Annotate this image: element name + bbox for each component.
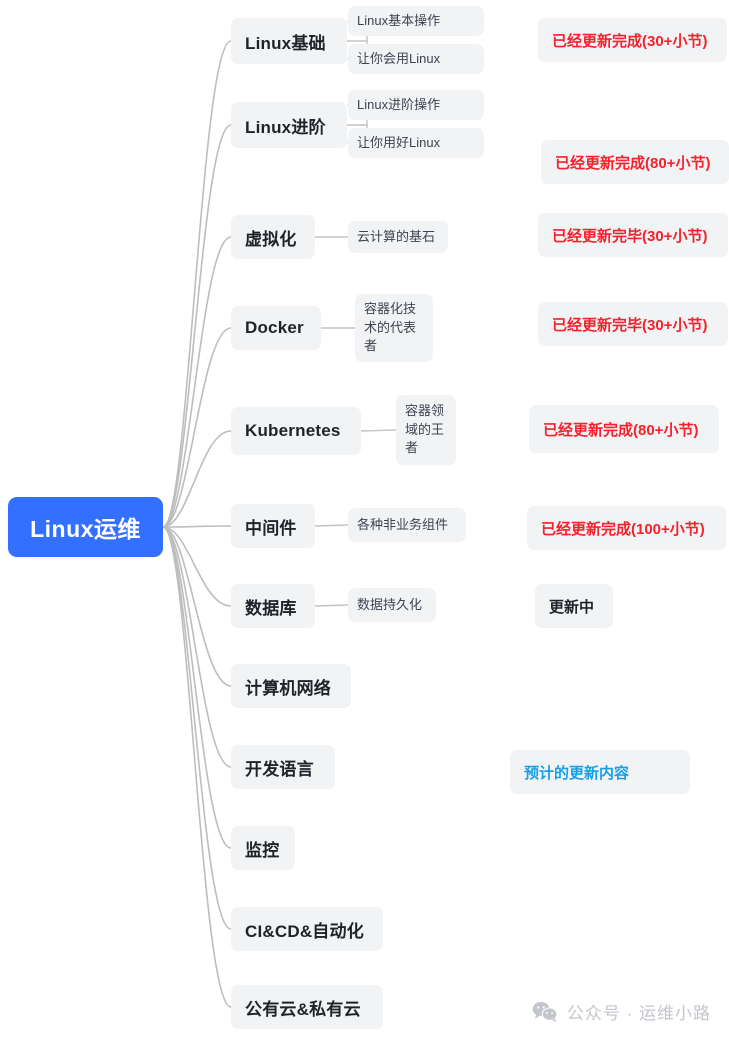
leaf-node-label: Linux基本操作 (357, 12, 441, 28)
branch-node-10[interactable]: 监控 (231, 826, 295, 870)
status-badge-label: 已经更新完成(80+小节) (543, 421, 699, 439)
root-node[interactable]: Linux运维 (8, 497, 163, 557)
branch-node-label: 计算机网络 (245, 678, 331, 698)
leaf-node-3-1[interactable]: 云计算的基石 (348, 221, 448, 253)
status-badge-label: 已经更新完毕(30+小节) (552, 227, 708, 245)
status-badge-2[interactable]: 已经更新完成(80+小节) (541, 140, 729, 184)
leaf-node-5-1[interactable]: 容器领域的王者 (396, 395, 456, 465)
status-badge-label: 已经更新完毕(30+小节) (552, 316, 708, 334)
branch-node-label: Linux基础 (245, 33, 326, 53)
leaf-node-label: Linux进阶操作 (357, 96, 441, 112)
leaf-node-2-1[interactable]: Linux进阶操作 (348, 90, 484, 120)
root-node-label: Linux运维 (30, 516, 141, 542)
leaf-node-1-1[interactable]: Linux基本操作 (348, 6, 484, 36)
watermark: 公众号 · 运维小路 (532, 999, 711, 1024)
leaf-node-6-1[interactable]: 各种非业务组件 (348, 508, 466, 542)
wechat-icon (532, 1001, 558, 1022)
leaf-node-label: 让你用好Linux (357, 134, 441, 150)
leaf-node-label: 数据持久化 (357, 596, 423, 612)
branch-node-label: 虚拟化 (245, 229, 297, 249)
branch-node-3[interactable]: 虚拟化 (231, 215, 315, 259)
branch-node-label: 监控 (245, 840, 280, 860)
leaf-node-label: 云计算的基石 (357, 228, 436, 244)
status-badge-3[interactable]: 已经更新完毕(30+小节) (538, 213, 728, 257)
branch-node-label: 公有云&私有云 (245, 999, 361, 1019)
leaf-node-label: 容器化技术的代表者 (364, 300, 417, 354)
branch-node-label: CI&CD&自动化 (245, 921, 364, 941)
branch-node-1[interactable]: Linux基础 (231, 18, 347, 64)
status-badge-label: 已经更新完成(30+小节) (552, 32, 708, 50)
status-badge-7[interactable]: 更新中 (535, 584, 613, 628)
branch-node-6[interactable]: 中间件 (231, 504, 315, 548)
leaf-node-7-1[interactable]: 数据持久化 (348, 588, 436, 622)
branch-node-label: 开发语言 (245, 759, 314, 779)
leaf-node-4-1[interactable]: 容器化技术的代表者 (355, 294, 433, 362)
branch-node-label: Docker (245, 318, 304, 337)
watermark-text: 公众号 · 运维小路 (566, 1004, 711, 1023)
branch-node-label: Kubernetes (245, 421, 341, 440)
leaf-node-label: 各种非业务组件 (357, 516, 449, 532)
status-badge-label: 已经更新完成(100+小节) (541, 520, 705, 538)
status-badge-9[interactable]: 预计的更新内容 (510, 750, 690, 794)
branch-node-label: 中间件 (245, 518, 297, 538)
branch-node-11[interactable]: CI&CD&自动化 (231, 907, 383, 951)
leaf-node-label: 让你会用Linux (357, 50, 441, 66)
status-badge-6[interactable]: 已经更新完成(100+小节) (527, 506, 726, 550)
status-badge-1[interactable]: 已经更新完成(30+小节) (538, 18, 727, 62)
branch-node-8[interactable]: 计算机网络 (231, 664, 351, 708)
branch-node-5[interactable]: Kubernetes (231, 407, 361, 455)
branch-node-4[interactable]: Docker (231, 306, 321, 350)
status-badge-label: 已经更新完成(80+小节) (555, 154, 711, 172)
branch-node-7[interactable]: 数据库 (231, 584, 315, 628)
status-badge-4[interactable]: 已经更新完毕(30+小节) (538, 302, 728, 346)
branch-node-label: 数据库 (245, 598, 297, 618)
leaf-node-2-2[interactable]: 让你用好Linux (348, 128, 484, 158)
branch-node-label: Linux进阶 (245, 117, 326, 137)
status-badge-label: 预计的更新内容 (524, 764, 630, 782)
status-badge-label: 更新中 (549, 598, 595, 616)
branch-node-2[interactable]: Linux进阶 (231, 102, 347, 148)
leaf-node-1-2[interactable]: 让你会用Linux (348, 44, 484, 74)
branch-node-9[interactable]: 开发语言 (231, 745, 335, 789)
status-badge-5[interactable]: 已经更新完成(80+小节) (529, 405, 719, 453)
branch-node-12[interactable]: 公有云&私有云 (231, 985, 383, 1029)
leaf-node-label: 容器领域的王者 (405, 402, 445, 456)
